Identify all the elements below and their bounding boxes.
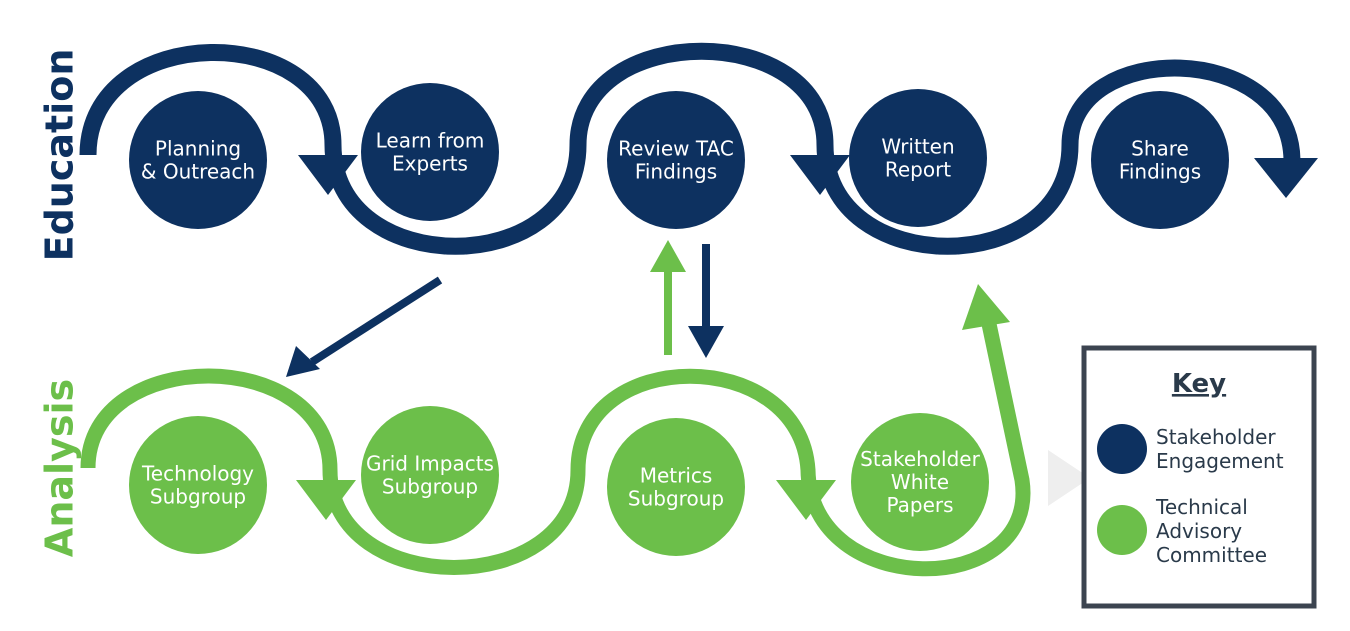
key-legend: Key Stakeholder Engagement Technical Adv… (1081, 345, 1317, 609)
education-node-circle (129, 91, 267, 229)
education-node-label-line: Review TAC (618, 137, 734, 161)
education-node-1: Planning& Outreach (129, 91, 267, 229)
education-arrowhead-3 (1254, 158, 1318, 198)
key-box (1081, 345, 1317, 609)
connector-education-to-technology-head (286, 346, 320, 377)
education-flow-path (79, 42, 1301, 255)
analysis-node-label-line: White (891, 470, 949, 494)
education-node-circle (607, 91, 745, 229)
education-node-label-line: Planning (155, 137, 241, 161)
analysis-node-circle (851, 413, 989, 551)
analysis-node-circle (361, 406, 499, 544)
education-node-circle (361, 83, 499, 221)
analysis-node-label-line: Subgroup (628, 487, 724, 511)
education-row-label: Education (38, 49, 82, 262)
education-node-label-line: Findings (1119, 160, 1201, 184)
analysis-arrowhead-2 (776, 480, 836, 520)
analysis-node-circle (607, 418, 745, 556)
analysis-node-label-line: Subgroup (382, 475, 478, 499)
analysis-node-label-line: Papers (886, 493, 953, 517)
education-node-label-line: & Outreach (141, 160, 255, 184)
connector-review-to-metrics-head (688, 326, 724, 358)
analysis-flow-path (80, 303, 1031, 577)
key-swatch-technical (1097, 505, 1147, 555)
analysis-node-label-line: Stakeholder (860, 447, 980, 471)
key-swatch-stakeholder (1097, 424, 1147, 474)
education-node-circle (1091, 91, 1229, 229)
key-label-technical: Technical Advisory Committee (1155, 495, 1267, 567)
education-node-label-line: Share (1131, 137, 1189, 161)
education-node-label-line: Report (885, 158, 951, 182)
education-arrowhead-2 (790, 155, 850, 195)
analysis-arrowhead-return (962, 284, 1010, 330)
education-node-label: Planning& Outreach (141, 137, 255, 184)
analysis-node-label-line: Metrics (640, 464, 713, 488)
education-node-label-line: Written (881, 135, 954, 159)
education-node-label-line: Experts (392, 152, 468, 176)
education-arrowhead-1 (298, 155, 358, 195)
analysis-node-circle (129, 416, 267, 554)
analysis-row-label: Analysis (38, 379, 82, 557)
connector-education-to-technology (309, 276, 443, 366)
education-node-label-line: Findings (635, 160, 717, 184)
analysis-node-label-line: Subgroup (150, 485, 246, 509)
analysis-node-label-line: Grid Impacts (366, 452, 494, 476)
analysis-node-label-line: Technology (141, 462, 254, 486)
education-node-circle (849, 89, 987, 227)
analysis-arrowhead-1 (296, 480, 356, 520)
key-title: Key (1172, 369, 1226, 399)
education-node-label-line: Learn from (376, 129, 485, 153)
faint-chevron-shape (1048, 450, 1090, 506)
key-label-stakeholder: Stakeholder Engagement (1156, 425, 1284, 473)
connector-metrics-to-review-head (650, 240, 686, 272)
